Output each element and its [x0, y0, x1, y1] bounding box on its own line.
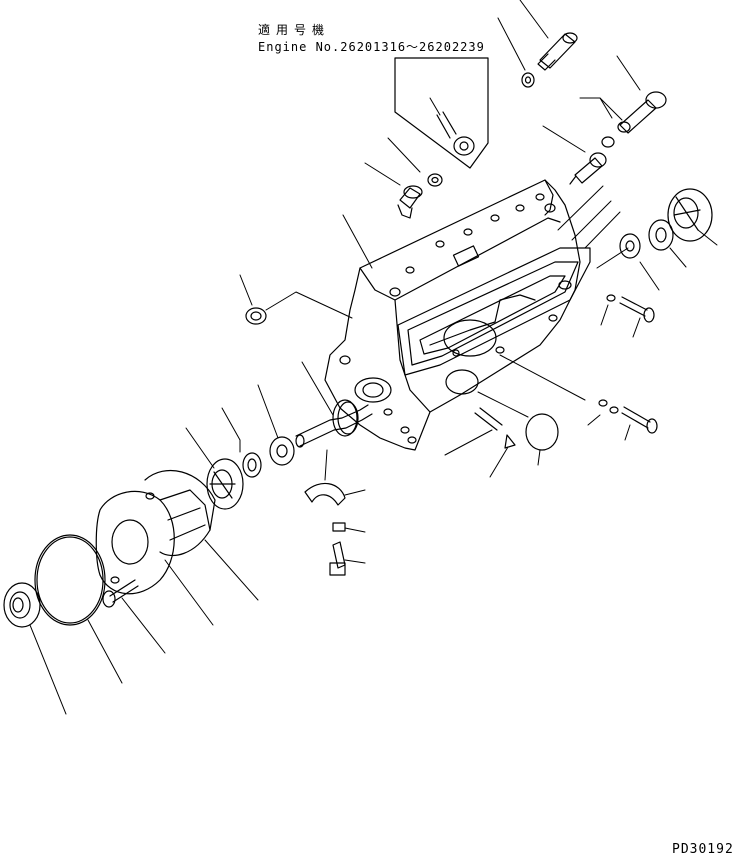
plug-left — [246, 308, 266, 324]
banjo-fitting — [428, 112, 474, 186]
washer-top — [522, 73, 534, 87]
leader-lines — [30, 0, 717, 714]
shim-right — [620, 234, 640, 258]
bearing-outer — [4, 583, 40, 627]
delivery-valve-holder — [538, 33, 577, 70]
camshaft — [296, 400, 372, 447]
shim-front — [243, 453, 261, 477]
serial-bracket — [395, 58, 488, 168]
washers-top-right — [602, 122, 630, 147]
drawing-code: PD30192 — [672, 842, 734, 857]
oil-seal-right — [649, 220, 673, 250]
stud-front — [475, 408, 515, 448]
bolt-right-lower — [599, 400, 657, 433]
engine-serial-range: Engine No.26201316～26202239 — [258, 40, 485, 54]
inlet-plug — [398, 186, 422, 218]
key-bracket — [305, 483, 345, 575]
bearing-cover — [96, 470, 215, 593]
bolt-right-upper — [607, 295, 654, 322]
oil-seal-front — [270, 437, 294, 465]
applicable-models-label: 適用号機 — [258, 23, 331, 37]
bearing-front — [207, 459, 243, 509]
bolt-top-right — [620, 92, 666, 133]
bolt-front — [103, 580, 138, 607]
cap-plate — [526, 414, 558, 450]
o-ring — [35, 535, 105, 625]
overflow-valve — [570, 153, 606, 184]
pump-housing — [325, 180, 590, 450]
bearing-right — [668, 189, 712, 241]
